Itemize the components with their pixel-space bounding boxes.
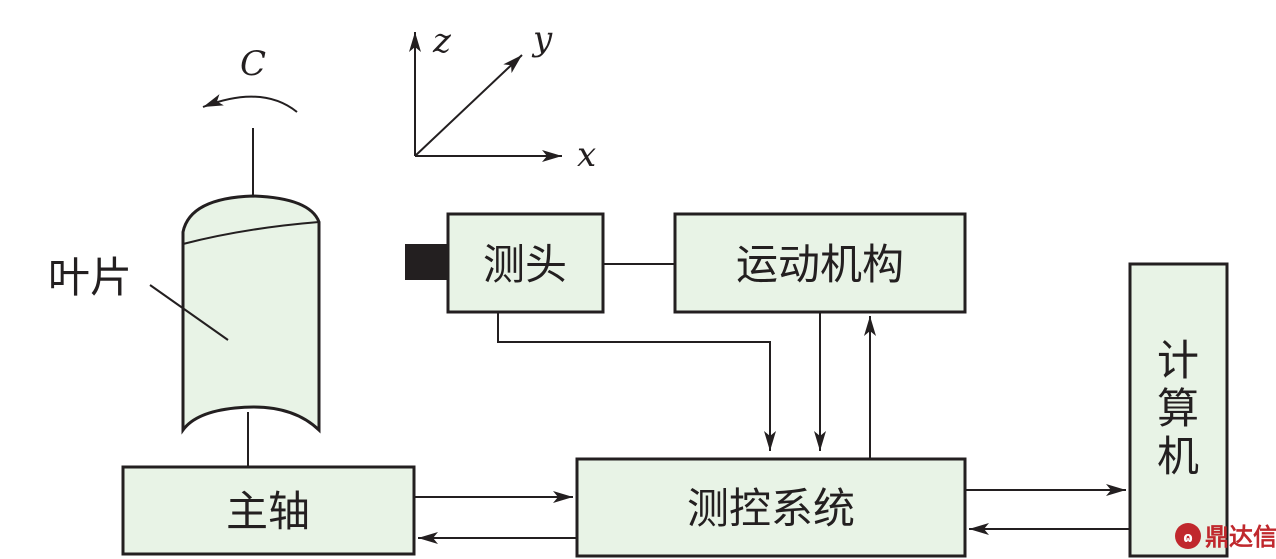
probe-tip	[405, 244, 450, 280]
computer-label-char-3: 机	[1157, 432, 1199, 481]
rotation-c: C	[202, 44, 298, 113]
motion-mechanism-box	[673, 212, 967, 314]
watermark-logo-glyph: ɷ	[1183, 530, 1193, 546]
x-axis-label: x	[577, 135, 596, 175]
blade-shape	[181, 194, 321, 435]
blade-leader-line	[149, 284, 229, 341]
probe-label: 测头	[483, 240, 567, 289]
probe-to-control-arrow	[497, 312, 776, 451]
watermark: ɷ 鼎达信	[1175, 523, 1276, 551]
watermark-text: 鼎达信	[1205, 523, 1276, 551]
spindle-label: 主轴	[226, 487, 310, 536]
rotation-label: C	[240, 44, 266, 84]
rotation-arrow	[202, 94, 298, 113]
y-axis-label: y	[531, 19, 553, 59]
z-axis-label: z	[432, 21, 452, 61]
blade-top-edge	[182, 221, 320, 245]
computer-box	[1128, 262, 1229, 558]
coordinate-axes: z y x	[409, 19, 596, 175]
control-system-box	[575, 457, 967, 558]
computer-label-char-2: 算	[1157, 384, 1199, 433]
motion-mechanism-label: 运动机构	[736, 240, 904, 289]
watermark-logo-icon	[1175, 523, 1201, 549]
computer-label-char-1: 计	[1157, 336, 1199, 385]
control-system-label: 测控系统	[687, 484, 855, 533]
spindle-box	[121, 465, 416, 556]
y-axis	[414, 54, 523, 157]
blade-label: 叶片	[48, 253, 132, 302]
